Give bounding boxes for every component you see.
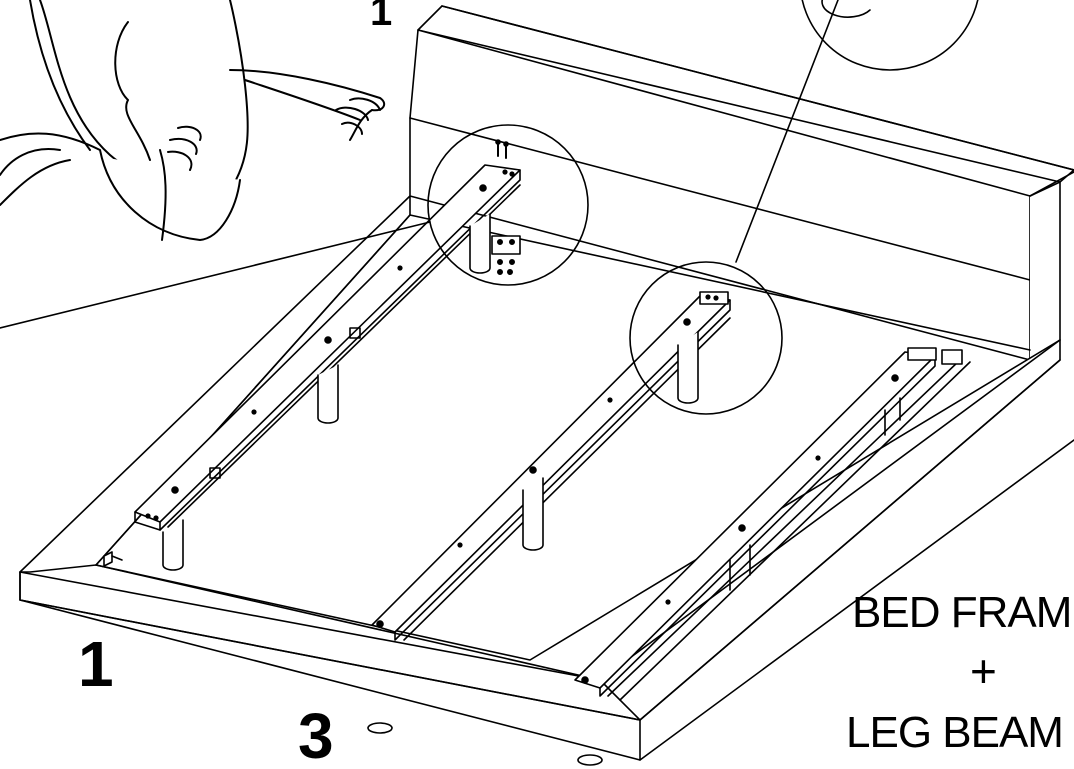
corner-bracket	[103, 551, 123, 567]
hands-illustration	[0, 0, 386, 241]
detail-callouts	[0, 0, 979, 415]
step-number-3: 3	[298, 700, 334, 769]
step-number-top: 1	[370, 0, 393, 34]
caption-bed-frame: BED FRAM	[852, 588, 1072, 637]
caption-leg-beam: LEG BEAM	[846, 708, 1064, 757]
caption-plus: +	[970, 645, 997, 697]
step-number-1: 1	[78, 628, 114, 700]
headboard	[409, 5, 1074, 361]
leg-beam-left	[134, 139, 521, 571]
bed-frame	[19, 195, 1074, 766]
leg-beam-middle	[371, 291, 731, 641]
leg-beam-right	[574, 347, 971, 701]
